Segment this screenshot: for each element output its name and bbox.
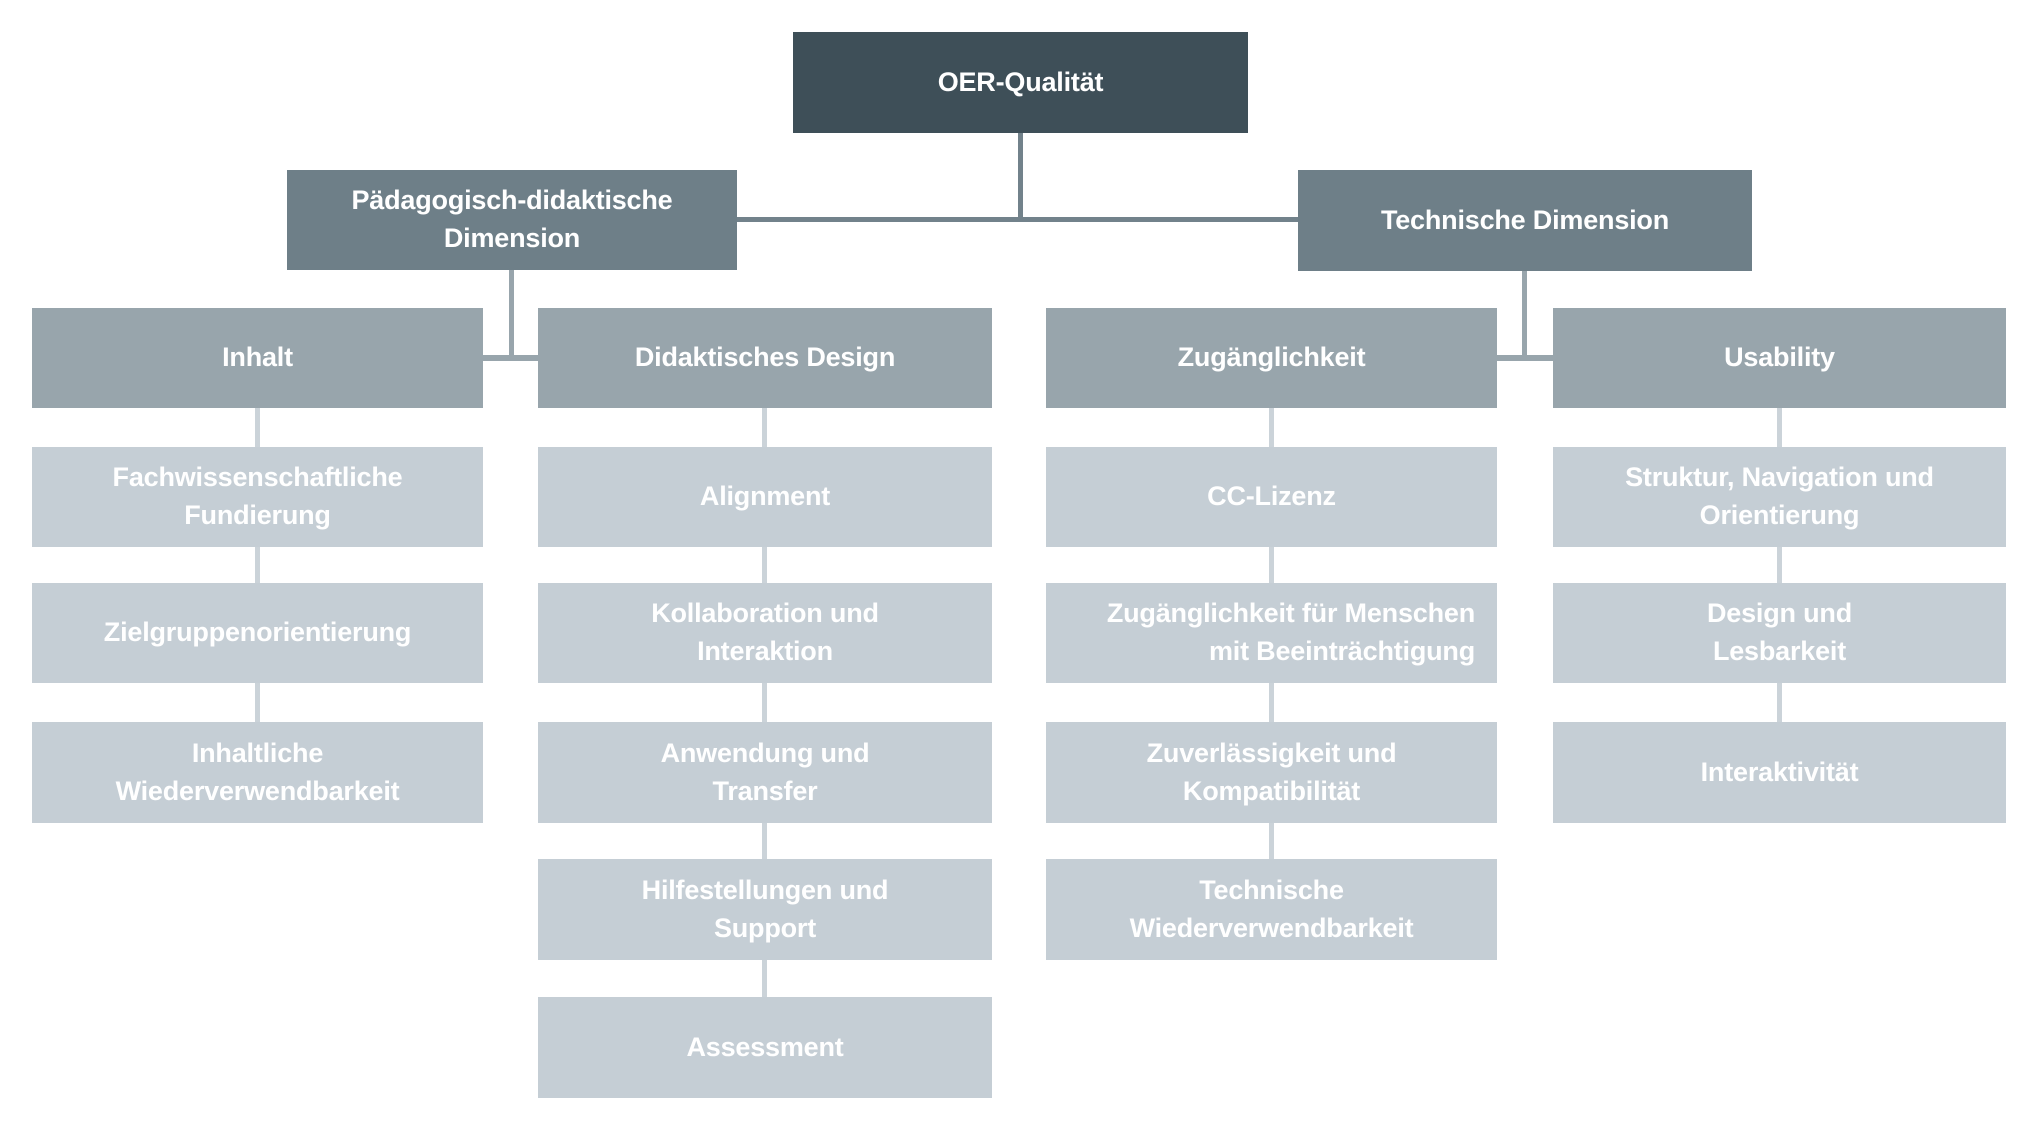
node-zugaenglichkeit-fuer-menschen: Zugänglichkeit für Menschen mit Beeinträ…: [1046, 583, 1497, 683]
connector-didaktik-3: [762, 683, 767, 722]
node-zugaenglichkeit: Zugänglichkeit: [1046, 308, 1497, 408]
node-inhaltliche-wiederverwendbarkeit: Inhaltliche Wiederverwendbarkeit: [32, 722, 483, 823]
node-assessment: Assessment: [538, 997, 992, 1098]
node-fachwissenschaftliche-fundierung: Fachwissenschaftliche Fundierung: [32, 447, 483, 547]
node-didaktisches-design: Didaktisches Design: [538, 308, 992, 408]
node-zielgruppenorientierung: Zielgruppenorientierung: [32, 583, 483, 683]
connector-zugaenglichkeit-3: [1269, 683, 1274, 722]
connector-usability-3: [1777, 683, 1782, 722]
connector-zugaenglichkeit-4: [1269, 823, 1274, 859]
connector-didaktik-2: [762, 547, 767, 583]
connector-didaktik-4: [762, 823, 767, 859]
node-kollaboration-und-interaktion: Kollaboration und Interaktion: [538, 583, 992, 683]
node-zuverlaessigkeit-und-kompatibilitaet: Zuverlässigkeit und Kompatibilität: [1046, 722, 1497, 823]
connector-usability-1: [1777, 408, 1782, 447]
node-usability: Usability: [1553, 308, 2006, 408]
node-interaktivitaet: Interaktivität: [1553, 722, 2006, 823]
node-technische-wiederverwendbarkeit: Technische Wiederverwendbarkeit: [1046, 859, 1497, 960]
node-anwendung-und-transfer: Anwendung und Transfer: [538, 722, 992, 823]
connector-technisch-vertical: [1522, 271, 1527, 358]
connector-paedagogisch-vertical: [509, 270, 514, 358]
node-alignment: Alignment: [538, 447, 992, 547]
node-hilfestellungen-und-support: Hilfestellungen und Support: [538, 859, 992, 960]
connector-usability-2: [1777, 547, 1782, 583]
node-cc-lizenz: CC-Lizenz: [1046, 447, 1497, 547]
node-oer-qualitaet: OER-Qualität: [793, 32, 1248, 133]
connector-inhalt-2: [255, 547, 260, 583]
node-struktur-navigation-orientierung: Struktur, Navigation und Orientierung: [1553, 447, 2006, 547]
connector-inhalt-1: [255, 408, 260, 447]
connector-root-horizontal: [737, 217, 1298, 222]
connector-zugaenglichkeit-2: [1269, 547, 1274, 583]
connector-inhalt-3: [255, 683, 260, 722]
connector-technisch-horizontal: [1497, 355, 1553, 361]
connector-paedagogisch-horizontal: [483, 355, 538, 361]
connector-didaktik-1: [762, 408, 767, 447]
connector-didaktik-5: [762, 960, 767, 997]
node-design-und-lesbarkeit: Design und Lesbarkeit: [1553, 583, 2006, 683]
node-paedagogisch-didaktische-dimension: Pädagogisch-didaktische Dimension: [287, 170, 737, 270]
connector-root-vertical: [1018, 133, 1023, 220]
node-technische-dimension: Technische Dimension: [1298, 170, 1752, 271]
node-inhalt: Inhalt: [32, 308, 483, 408]
connector-zugaenglichkeit-1: [1269, 408, 1274, 447]
